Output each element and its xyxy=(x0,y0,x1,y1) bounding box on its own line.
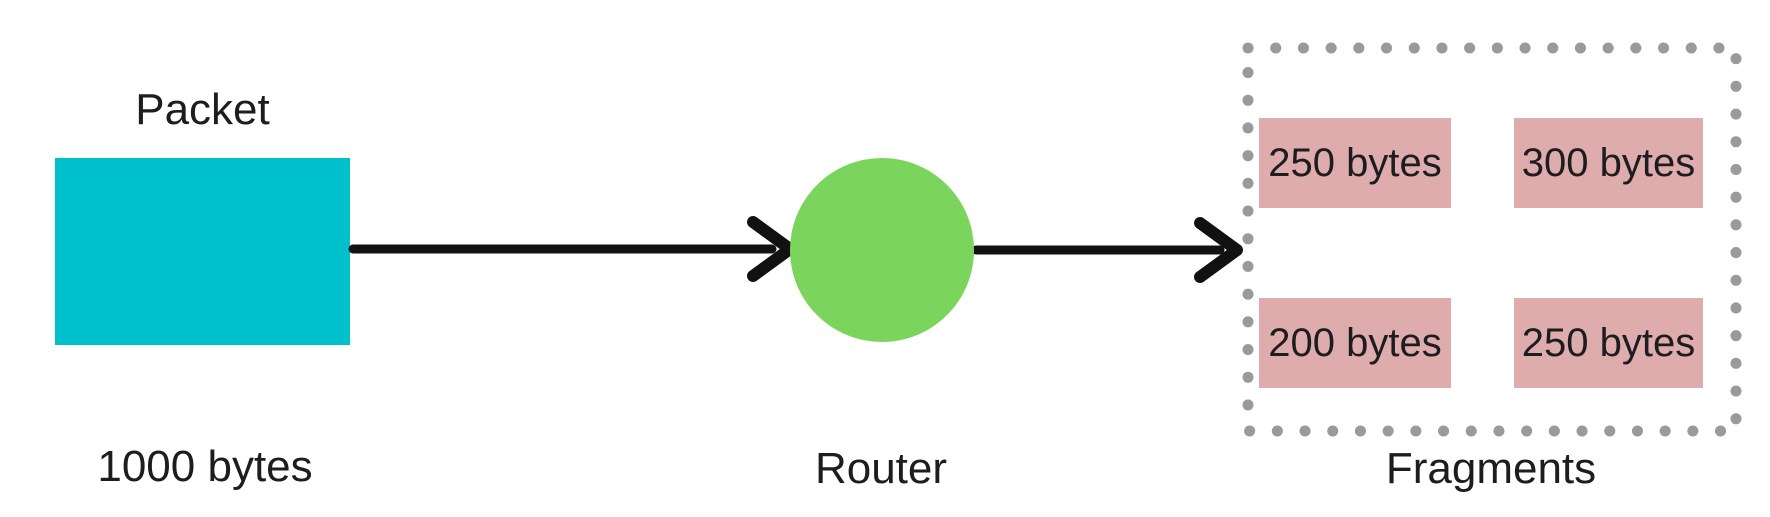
fragments-dotted-border xyxy=(1242,42,1742,437)
arrow-router-to-fragments-icon xyxy=(971,217,1243,283)
fragment-rect: 200 bytes xyxy=(1259,298,1451,388)
packet-title: Packet xyxy=(135,85,270,134)
fragment-rect: 250 bytes xyxy=(1259,118,1451,208)
fragment-rect: 250 bytes xyxy=(1514,298,1703,388)
router-node xyxy=(790,158,974,342)
fragment-rect: 300 bytes xyxy=(1514,118,1703,208)
fragments-title: Fragments xyxy=(1385,444,1597,493)
fragments-group: 250 bytes 300 bytes 200 bytes 250 bytes xyxy=(1242,42,1742,437)
packet-node xyxy=(55,158,350,345)
arrow-packet-to-router-icon xyxy=(348,216,796,282)
router-title: Router xyxy=(814,444,948,493)
packet-size-label: 1000 bytes xyxy=(97,442,313,491)
